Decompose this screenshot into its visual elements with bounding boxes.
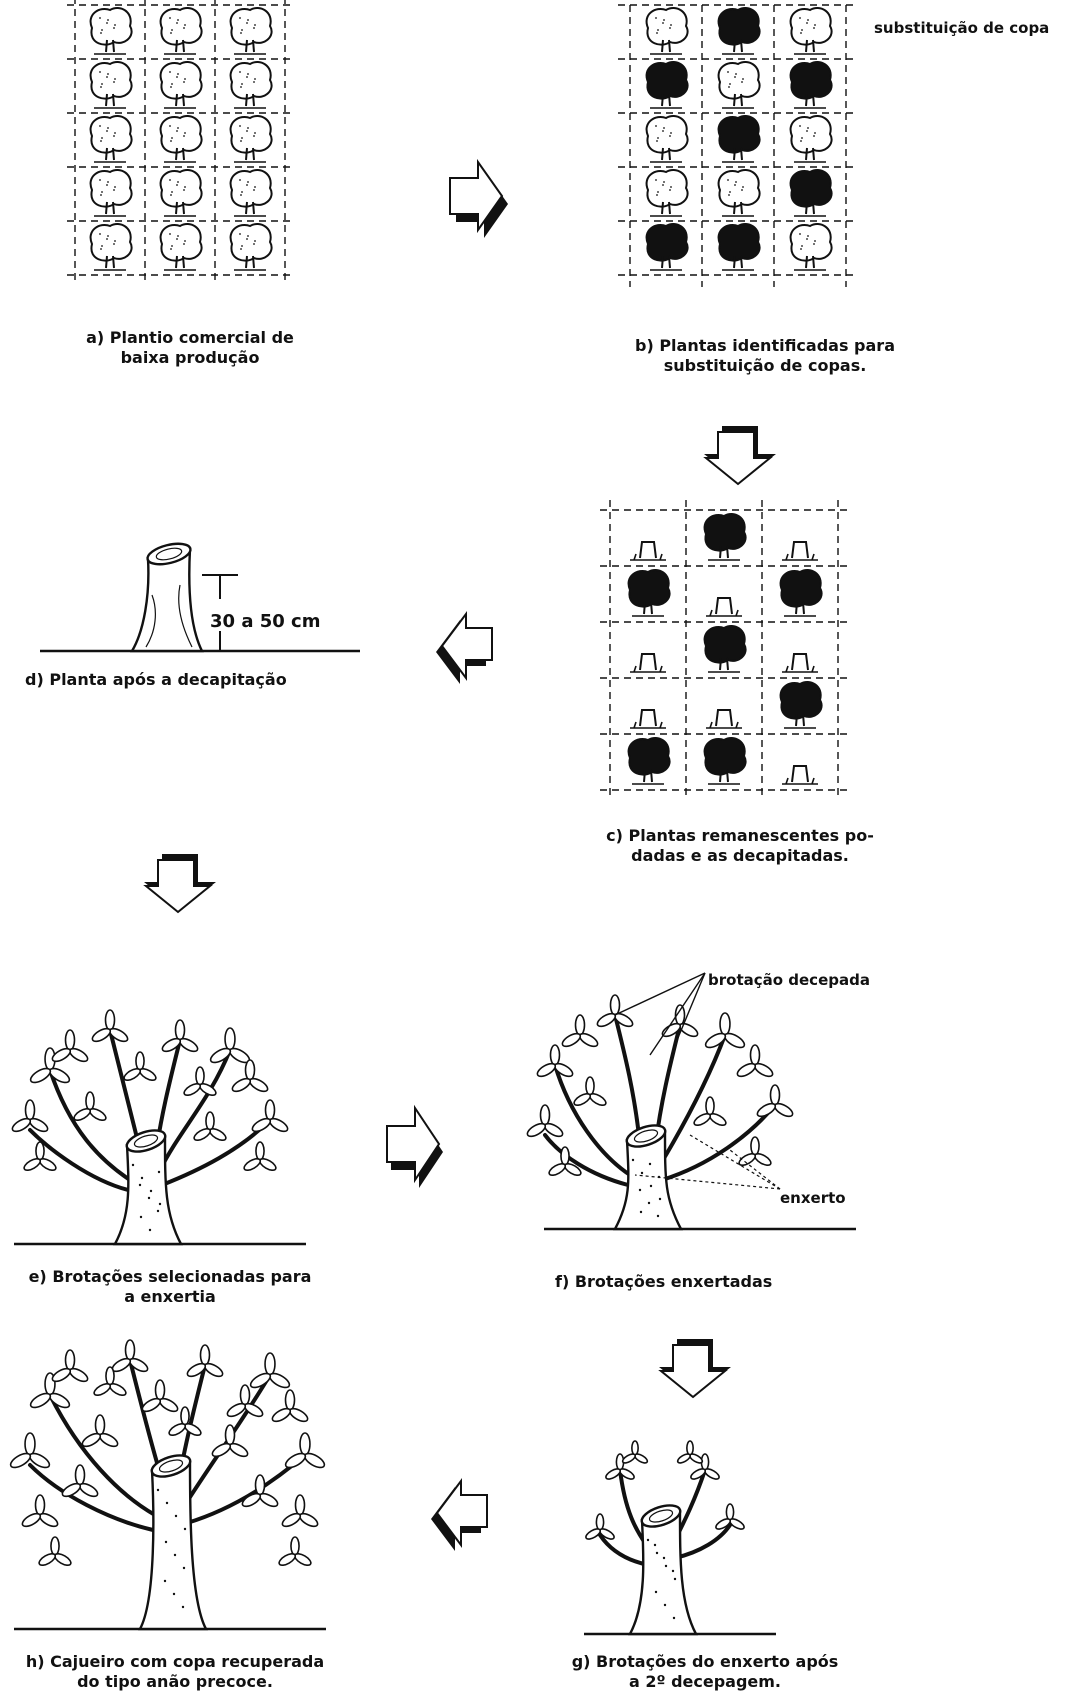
tree-filled-icon: [705, 626, 746, 672]
tree-open-icon: [791, 8, 832, 54]
tree-filled-icon: [781, 682, 822, 728]
label-d: d) Planta após a decapitação: [25, 670, 287, 690]
arrow-down-f-to-g: [655, 1335, 735, 1405]
tree-filled-icon: [719, 116, 760, 162]
tree-filled-icon: [705, 738, 746, 784]
legend-substituicao: substituição de copa: [874, 18, 1049, 38]
tree-open-icon: [161, 62, 202, 108]
tree-filled-icon: [791, 170, 832, 216]
stump-icon: [782, 766, 818, 784]
trunk: [115, 1126, 181, 1244]
grid-b-identified-plants: [630, 5, 870, 295]
tree-filled-icon: [705, 514, 746, 560]
tree-open-icon: [161, 8, 202, 54]
tree-filled-icon: [647, 224, 688, 270]
label-g: g) Brotações do enxerto apósa 2º decepag…: [560, 1652, 850, 1692]
tree-open-icon: [647, 116, 688, 162]
arrow-right-e-to-f: [385, 1100, 455, 1190]
tree-open-icon: [791, 116, 832, 162]
tree-e-selected-sprouts: [10, 1010, 310, 1250]
arrow-down-b-to-c: [700, 420, 780, 490]
trunk: [140, 1451, 206, 1629]
tree-open-icon: [719, 170, 760, 216]
tree-filled-icon: [791, 62, 832, 108]
tree-filled-icon: [629, 738, 670, 784]
tree-open-icon: [161, 224, 202, 270]
arrow-right-a-to-b: [448, 160, 518, 240]
stump-icon: [706, 598, 742, 616]
tree-open-icon: [647, 8, 688, 54]
label-h: h) Cajueiro com copa recuperadado tipo a…: [20, 1652, 330, 1692]
label-f: f) Brotações enxertadas: [555, 1272, 772, 1292]
tree-open-icon: [91, 116, 132, 162]
tree-g-after-second-cut: [580, 1440, 780, 1640]
stump-icon: [630, 710, 666, 728]
label-a: a) Plantio comercial debaixa produção: [70, 328, 310, 368]
tree-filled-icon: [719, 8, 760, 54]
arrow-left-g-to-h: [425, 1475, 495, 1565]
tree-open-icon: [161, 170, 202, 216]
tree-f-grafted-sprouts: [540, 975, 860, 1235]
tree-open-icon: [91, 224, 132, 270]
grid-a-commercial-planting: [75, 5, 305, 295]
tree-filled-icon: [647, 62, 688, 108]
grid-c-pruned-and-decapitated: [610, 510, 850, 810]
tree-open-icon: [231, 62, 272, 108]
tree-open-icon: [91, 8, 132, 54]
label-c: c) Plantas remanescentes po-dadas e as d…: [605, 826, 875, 866]
stump-icon: [782, 654, 818, 672]
stump-icon: [782, 542, 818, 560]
tree-open-icon: [91, 62, 132, 108]
tree-h-recovered-crown: [10, 1345, 330, 1635]
tree-open-icon: [791, 224, 832, 270]
stump-icon: [706, 710, 742, 728]
tree-open-icon: [231, 170, 272, 216]
arrow-left-c-to-d: [430, 610, 500, 690]
tree-open-icon: [231, 224, 272, 270]
stump-icon: [630, 542, 666, 560]
label-b: b) Plantas identificadas parasubstituiçã…: [620, 336, 910, 376]
tree-filled-icon: [629, 570, 670, 616]
tree-open-icon: [161, 116, 202, 162]
decapitated-stump-d: [40, 535, 370, 655]
tree-filled-icon: [719, 224, 760, 270]
tree-open-icon: [231, 116, 272, 162]
tree-open-icon: [647, 170, 688, 216]
tree-filled-icon: [781, 570, 822, 616]
label-e: e) Brotações selecionadas paraa enxertia: [25, 1267, 315, 1307]
tree-open-icon: [231, 8, 272, 54]
stump-icon: [630, 654, 666, 672]
tree-open-icon: [91, 170, 132, 216]
arrow-down-d-to-e: [140, 850, 220, 920]
tree-open-icon: [719, 62, 760, 108]
